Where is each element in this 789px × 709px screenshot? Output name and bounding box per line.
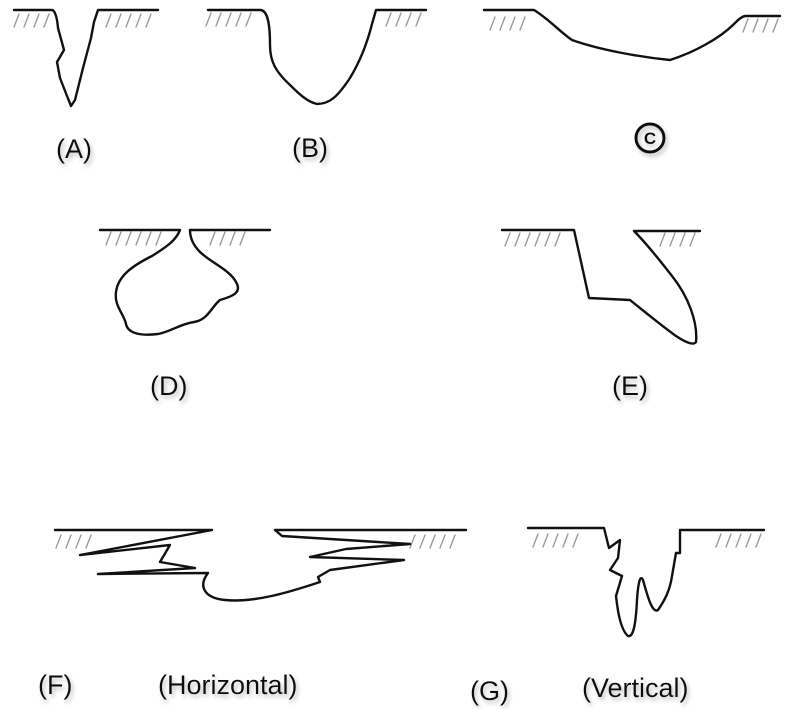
cavity-outline-d bbox=[100, 230, 270, 335]
label-g-vertical: (Vertical) bbox=[582, 673, 689, 703]
panel-d: (D) bbox=[100, 230, 270, 401]
panel-c: C bbox=[484, 10, 780, 152]
fracture-outline-f bbox=[55, 530, 466, 601]
panel-e: (E) bbox=[502, 230, 700, 401]
label-c-text: C bbox=[644, 129, 656, 148]
label-c: C bbox=[636, 124, 664, 152]
label-e: (E) bbox=[612, 371, 648, 401]
channel-outline-c bbox=[484, 10, 780, 60]
panel-g: (G) (Vertical) bbox=[470, 528, 764, 706]
label-f-horizontal: (Horizontal) bbox=[158, 670, 298, 700]
label-g: (G) bbox=[470, 676, 509, 706]
ground-hatching-b bbox=[206, 13, 421, 26]
label-f: (F) bbox=[38, 670, 72, 700]
panel-a: (A) bbox=[14, 10, 158, 164]
label-a: (A) bbox=[56, 134, 92, 164]
ground-hatching-a bbox=[14, 14, 151, 27]
ground-hatching-e bbox=[505, 233, 695, 246]
panel-b: (B) bbox=[206, 10, 426, 163]
label-b: (B) bbox=[292, 133, 328, 163]
ground-hatching-g bbox=[533, 534, 761, 547]
channel-outline-b bbox=[208, 10, 426, 104]
panel-f: (F) (Horizontal) bbox=[38, 530, 466, 700]
label-d: (D) bbox=[150, 371, 187, 401]
channel-outline-e bbox=[502, 230, 700, 344]
